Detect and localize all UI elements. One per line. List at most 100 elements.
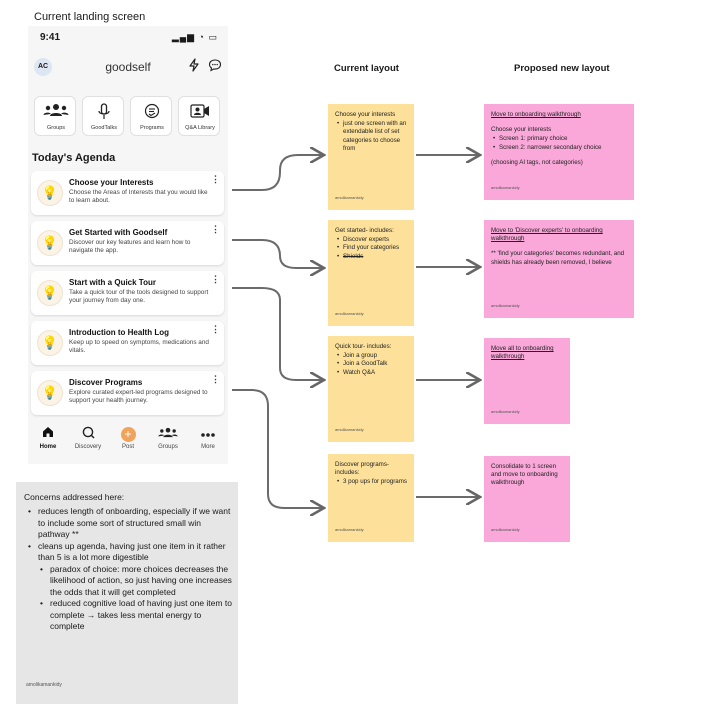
- agenda-card-description: Keep up to speed on symptoms, medication…: [69, 339, 209, 354]
- note-body: ** 'find your categories' becomes redund…: [491, 250, 625, 266]
- agenda-card-get-started[interactable]: 💡 Get Started with Goodself Discover our…: [31, 221, 224, 265]
- note-bullet: Screen 1: primary choice: [491, 135, 627, 143]
- note-heading: Move to onboarding walkthrough: [491, 111, 581, 118]
- note-author: amolikamankidy: [335, 426, 364, 432]
- tab-label: Groups: [158, 444, 178, 450]
- arrow-programs: [232, 389, 322, 508]
- tab-more[interactable]: More: [188, 426, 228, 450]
- lightbulb-icon: 💡: [37, 330, 63, 356]
- lightbulb-icon: 💡: [37, 180, 63, 206]
- quick-tile-groups[interactable]: Groups: [34, 96, 76, 136]
- quick-tile-qa-library[interactable]: Q&A Library: [178, 96, 220, 136]
- concerns-item: reduces length of onboarding, especially…: [28, 506, 232, 541]
- arrow-get-started: [232, 239, 322, 268]
- note-author: amolikamankidy: [491, 526, 520, 532]
- note-bullet: Screen 2: narrower secondary choice: [491, 144, 627, 152]
- concerns-sub-item: reduced cognitive load of having just on…: [28, 598, 232, 633]
- quick-tile-label: Groups: [46, 125, 66, 131]
- proposed-note-programs: Consolidate to 1 screen and move to onbo…: [484, 456, 570, 542]
- groups-icon: [148, 426, 188, 442]
- agenda-card-health-log[interactable]: 💡 Introduction to Health Log Keep up to …: [31, 321, 224, 365]
- agenda-card-quick-tour[interactable]: 💡 Start with a Quick Tour Take a quick t…: [31, 271, 224, 315]
- concerns-sub-item: paradox of choice: more choices decrease…: [28, 564, 232, 599]
- tab-post[interactable]: + Post: [108, 426, 148, 450]
- note-author: amolikamankidy: [335, 194, 364, 200]
- note-title: Get started- includes:: [335, 227, 394, 234]
- tab-groups[interactable]: Groups: [148, 426, 188, 450]
- note-bullet: Join a GoodTalk: [335, 360, 407, 368]
- current-note-get-started: Get started- includes: Discover experts …: [328, 220, 414, 326]
- note-title: Discover programs- includes:: [335, 461, 389, 477]
- home-icon: [28, 426, 68, 442]
- video-person-icon: [179, 103, 221, 122]
- note-author: amolikamankidy: [491, 408, 520, 414]
- concerns-note: Concerns addressed here: reduces length …: [16, 482, 238, 704]
- bolt-icon[interactable]: [188, 58, 200, 75]
- concerns-list: reduces length of onboarding, especially…: [28, 506, 232, 633]
- current-screen-label: Current landing screen: [34, 11, 146, 23]
- concerns-title: Concerns addressed here:: [24, 492, 125, 502]
- tab-label: More: [201, 444, 215, 450]
- proposed-note-quick-tour: Move all to onboarding walkthrough amoli…: [484, 338, 570, 424]
- agenda-card-description: Discover our key features and learn how …: [69, 239, 191, 254]
- kebab-menu-icon[interactable]: ⋮: [211, 174, 220, 184]
- tab-discovery[interactable]: Discovery: [68, 426, 108, 450]
- note-author: amolikamankidy: [26, 682, 62, 688]
- note-author: amolikamankidy: [491, 184, 520, 190]
- note-bullet-struck: Shields: [335, 253, 407, 261]
- status-bar: 9:41 ▂▄▆ ◔ ▭: [28, 26, 228, 50]
- note-bullet: Watch Q&A: [335, 369, 407, 377]
- tab-home[interactable]: Home: [28, 426, 68, 450]
- proposed-layout-heading: Proposed new layout: [514, 63, 610, 74]
- lightbulb-icon: 💡: [37, 280, 63, 306]
- note-line: (choosing AI tags, not categories): [491, 158, 583, 166]
- current-note-interests: Choose your interests just one screen wi…: [328, 104, 414, 210]
- agenda-card-description: Explore curated expert-led programs desi…: [69, 389, 208, 404]
- kebab-menu-icon[interactable]: ⋮: [211, 274, 220, 284]
- note-author: amolikamankidy: [335, 526, 364, 532]
- kebab-menu-icon[interactable]: ⋮: [211, 224, 220, 234]
- quick-tile-label: GoodTalks: [91, 125, 117, 131]
- app-title: goodself: [105, 60, 151, 74]
- chat-icon[interactable]: [208, 58, 222, 75]
- tab-label: Post: [121, 444, 134, 450]
- more-icon: [188, 426, 228, 442]
- note-line: Choose your interests: [491, 126, 552, 134]
- concerns-item: cleans up agenda, having just one item i…: [28, 541, 232, 564]
- programs-icon: [131, 103, 173, 122]
- agenda-card-discover-programs[interactable]: 💡 Discover Programs Explore curated expe…: [31, 371, 224, 415]
- lightbulb-icon: 💡: [37, 230, 63, 256]
- quick-tile-programs[interactable]: Programs: [130, 96, 172, 136]
- agenda-card-title: Start with a Quick Tour: [69, 278, 156, 287]
- status-icons: ▂▄▆ ◔ ▭: [171, 32, 218, 42]
- note-bullet: just one screen with an extendable list …: [335, 120, 407, 153]
- status-time: 9:41: [40, 32, 61, 43]
- avatar[interactable]: AC: [34, 58, 52, 76]
- quick-tile-label: Q&A Library: [185, 125, 215, 131]
- kebab-menu-icon[interactable]: ⋮: [211, 324, 220, 334]
- phone-screen: 9:41 ▂▄▆ ◔ ▭ AC goodself Groups GoodTalk…: [28, 26, 228, 464]
- note-title: Choose your interests: [335, 111, 396, 118]
- agenda-card-choose-interests[interactable]: 💡 Choose your Interests Choose the Areas…: [31, 171, 224, 215]
- note-bullet: Find your categories: [335, 244, 407, 252]
- agenda-card-description: Choose the Areas of Interests that you w…: [69, 189, 208, 204]
- kebab-menu-icon[interactable]: ⋮: [211, 374, 220, 384]
- arrow-quick-tour: [232, 287, 322, 380]
- lightbulb-icon: 💡: [37, 380, 63, 406]
- current-layout-heading: Current layout: [334, 63, 399, 74]
- quick-tile-goodtalks[interactable]: GoodTalks: [82, 96, 124, 136]
- agenda-card-title: Introduction to Health Log: [69, 328, 169, 337]
- note-author: amolikamankidy: [335, 310, 364, 316]
- proposed-note-get-started: Move to 'Discover experts' to onboarding…: [484, 220, 634, 318]
- note-heading: Move all to onboarding walkthrough: [491, 345, 554, 361]
- arrow-interests: [232, 155, 322, 191]
- agenda-card-title: Choose your Interests: [69, 178, 154, 187]
- plus-icon: +: [120, 427, 136, 442]
- tab-label: Home: [39, 444, 57, 450]
- current-note-programs: Discover programs- includes: 3 pop ups f…: [328, 454, 414, 542]
- note-body: Consolidate to 1 screen and move to onbo…: [491, 463, 558, 487]
- note-title: Quick tour- includes:: [335, 343, 392, 350]
- note-author: amolikamankidy: [491, 302, 520, 308]
- agenda-card-title: Get Started with Goodself: [69, 228, 168, 237]
